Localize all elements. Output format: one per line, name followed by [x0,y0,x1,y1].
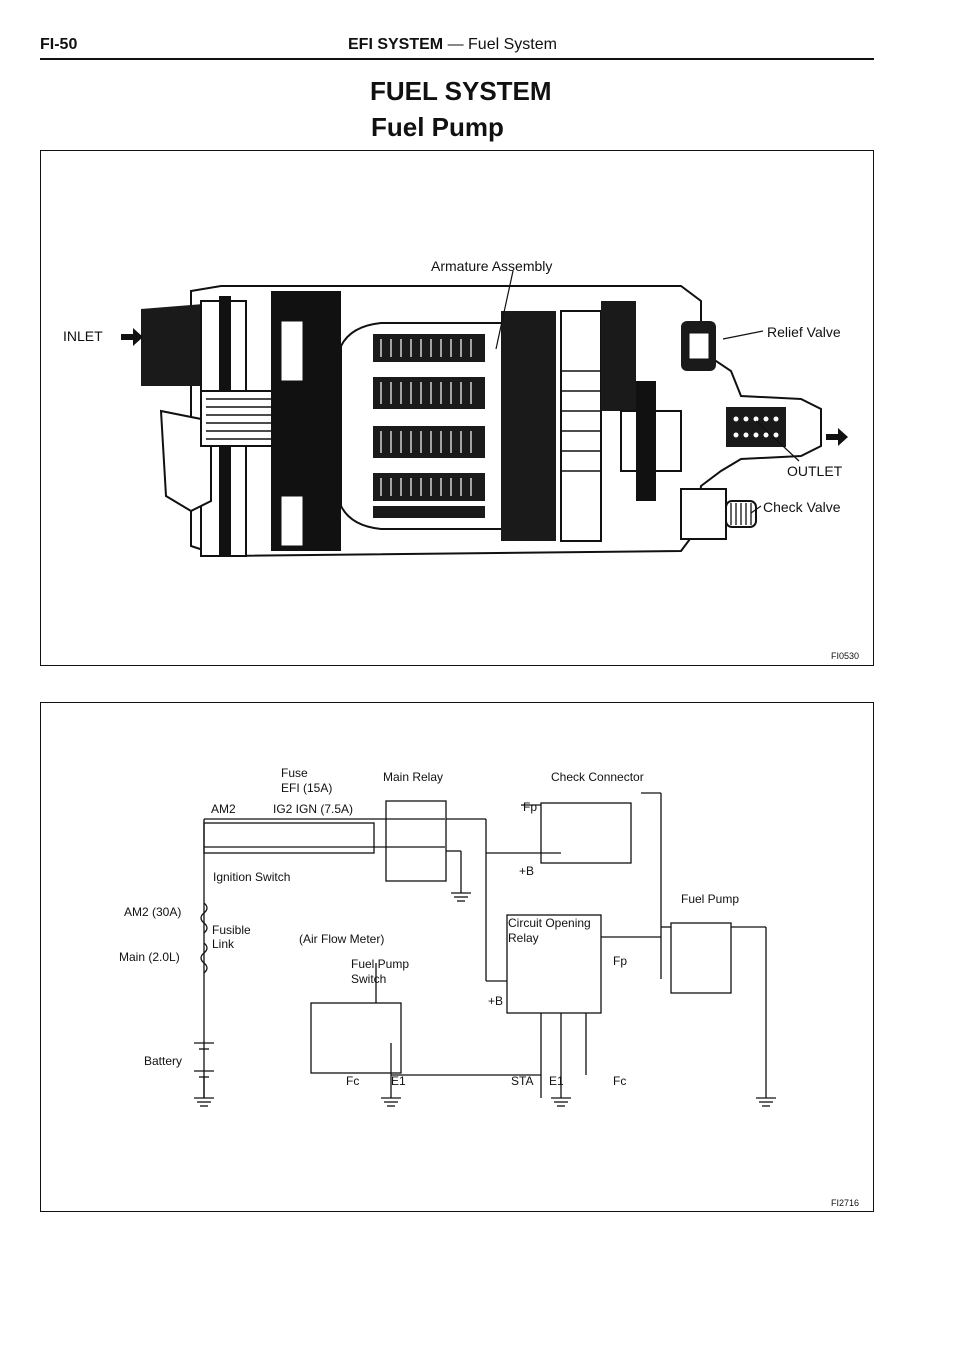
page-title: FUEL SYSTEM [370,76,552,106]
fuel-pump-circuit-figure: Fuse EFI (15A) Main Relay AM2 IG2 IGN (7… [40,702,874,1212]
circuit-wiring [194,792,767,1098]
fp-top-label: Fp [523,800,537,814]
check-valve-part [680,488,757,540]
commutator-end [560,301,682,542]
am2-30a-label: AM2 (30A) [124,905,181,919]
ig2-label: IG2 IGN (7.5A) [273,802,353,816]
fuel-pump-circuit-drawing: Fuse EFI (15A) Main Relay AM2 IG2 IGN (7… [119,766,859,1208]
armature-assembly [340,311,556,541]
circuit-opening-label-2: Relay [508,931,539,945]
am2-label: AM2 [211,802,236,816]
ground-symbols [194,892,776,1107]
sta-label: STA [511,1074,533,1088]
fusible-label: Fusible [212,923,251,937]
air-flow-meter-label: (Air Flow Meter) [299,932,384,946]
fuse-label: Fuse [281,766,308,780]
figure1-code: FI0530 [831,651,859,661]
running-header: EFI SYSTEM — Fuel System [348,36,557,54]
outlet-label: OUTLET [787,463,843,479]
page-subtitle: Fuel Pump [371,112,504,142]
ignition-switch-label: Ignition Switch [213,870,290,884]
fuel-pump-switch-label-2: Switch [351,972,386,986]
inlet-label: INLET [63,328,103,344]
outlet-arrow-icon [826,428,848,446]
fp-relay-label: Fp [613,954,627,968]
armature-label: Armature Assembly [431,258,552,274]
efi-fuse-label: EFI (15A) [281,781,332,795]
fuel-pump-cutaway-figure: INLET Armature Assembly Relief Valve OUT… [40,150,874,666]
plus-b-top-label: +B [519,864,534,878]
e1-relay-label: E1 [549,1074,564,1088]
header-rule [40,58,874,60]
leader-lines [495,270,800,514]
plus-b-relay-label: +B [488,994,503,1008]
main-20l-label: Main (2.0L) [119,950,180,964]
figure2-code: FI2716 [831,1198,859,1208]
relief-valve-label: Relief Valve [767,324,841,340]
check-valve-label: Check Valve [763,499,841,515]
check-connector-label: Check Connector [551,770,644,784]
link-label: Link [212,937,235,951]
running-header-section: EFI SYSTEM [348,36,444,53]
relief-valve-part [681,321,716,371]
main-relay-label: Main Relay [383,770,443,784]
fc-relay-label: Fc [613,1074,626,1088]
fuel-pump-cutaway-drawing: INLET Armature Assembly Relief Valve OUT… [63,258,859,661]
fc-left-label: Fc [346,1074,359,1088]
fuel-pump-switch-label-1: Fuel Pump [351,957,409,971]
inlet-arrow-icon [121,328,143,346]
circuit-opening-label-1: Circuit Opening [508,916,591,930]
page-number: FI-50 [40,36,78,53]
e1-left-label: E1 [391,1074,406,1088]
battery-label: Battery [144,1054,182,1068]
fuel-pump-label: Fuel Pump [681,892,739,906]
running-header-subsection: — Fuel System [447,36,557,53]
